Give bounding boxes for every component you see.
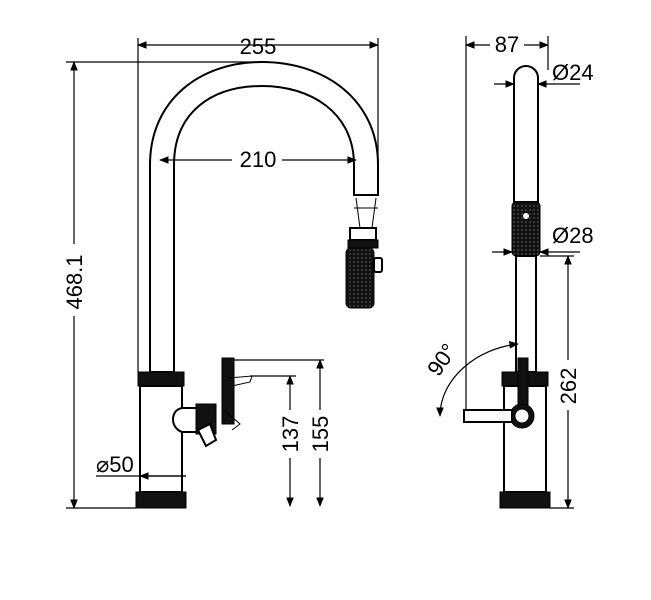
side-view [463, 65, 551, 509]
handle-lever [196, 422, 218, 448]
sprayhead-body [345, 247, 375, 309]
dim-spout-reach: 210 [240, 147, 277, 172]
dim-height-overall: 468.1 [62, 254, 87, 309]
dim-handle-height: 137 [278, 416, 303, 453]
dim-body-height: 262 [556, 368, 581, 405]
dim-lever-top-height: 155 [308, 416, 333, 453]
side-dimensions: 87 Ø24 Ø28 262 90° [422, 32, 594, 509]
front-view [135, 60, 383, 509]
sprayhead-collar [349, 227, 377, 241]
side-base-ring [499, 491, 551, 509]
body-top-ring [137, 371, 185, 387]
base-ring [135, 491, 187, 509]
dim-base-diameter: ⌀50 [96, 452, 134, 477]
dim-sprayhead-diameter: Ø28 [552, 223, 594, 248]
front-dimensions: 255 210 468.1 ⌀50 137 155 [60, 34, 379, 509]
handle-lever-open-outline [223, 375, 253, 431]
dim-depth: 87 [495, 32, 519, 57]
side-sprayhead-button [523, 213, 529, 219]
side-spout [513, 65, 539, 203]
dim-arc-90 [436, 341, 519, 417]
sprayhead-ring [347, 239, 379, 249]
sprayhead-button [373, 257, 383, 273]
spout-outline [149, 60, 379, 373]
dim-width-overall: 255 [240, 34, 277, 59]
dim-lever-rotation: 90° [422, 339, 462, 381]
hose-segment [354, 197, 378, 229]
dim-spout-diameter: Ø24 [552, 60, 594, 85]
side-sprayhead [511, 201, 541, 257]
side-handle-lever [517, 357, 529, 409]
side-neck [515, 255, 537, 373]
side-handle-lever-open [463, 409, 513, 423]
handle-lever-top [221, 357, 235, 425]
